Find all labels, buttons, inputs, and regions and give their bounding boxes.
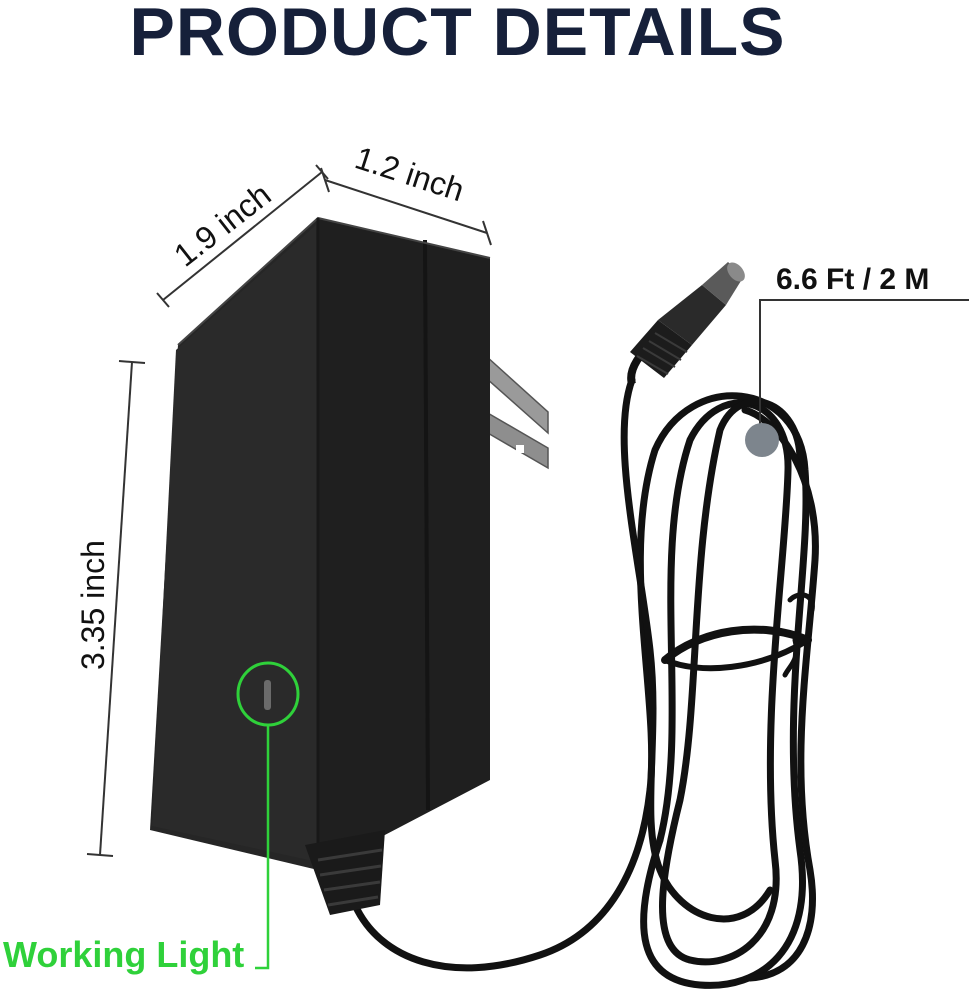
depth-dimension-label: 1.9 inch <box>167 176 277 273</box>
working-light-led <box>264 680 271 710</box>
working-light-callout <box>236 661 300 970</box>
cord-length-label: 6.6 Ft / 2 M <box>776 263 930 296</box>
plug-prongs <box>485 354 549 470</box>
cord-length-callout <box>745 299 969 457</box>
adapter-body <box>150 216 491 915</box>
working-light-label: Working Light <box>3 934 245 975</box>
width-dimension-label: 1.2 inch <box>351 139 469 208</box>
callout-dot-icon <box>745 423 779 457</box>
dc-barrel-connector <box>627 262 745 386</box>
dimension-lines <box>86 164 492 857</box>
page-title: PRODUCT DETAILS <box>129 0 786 70</box>
height-dimension-label: 3.35 inch <box>75 540 111 670</box>
coiled-cable <box>351 376 819 989</box>
